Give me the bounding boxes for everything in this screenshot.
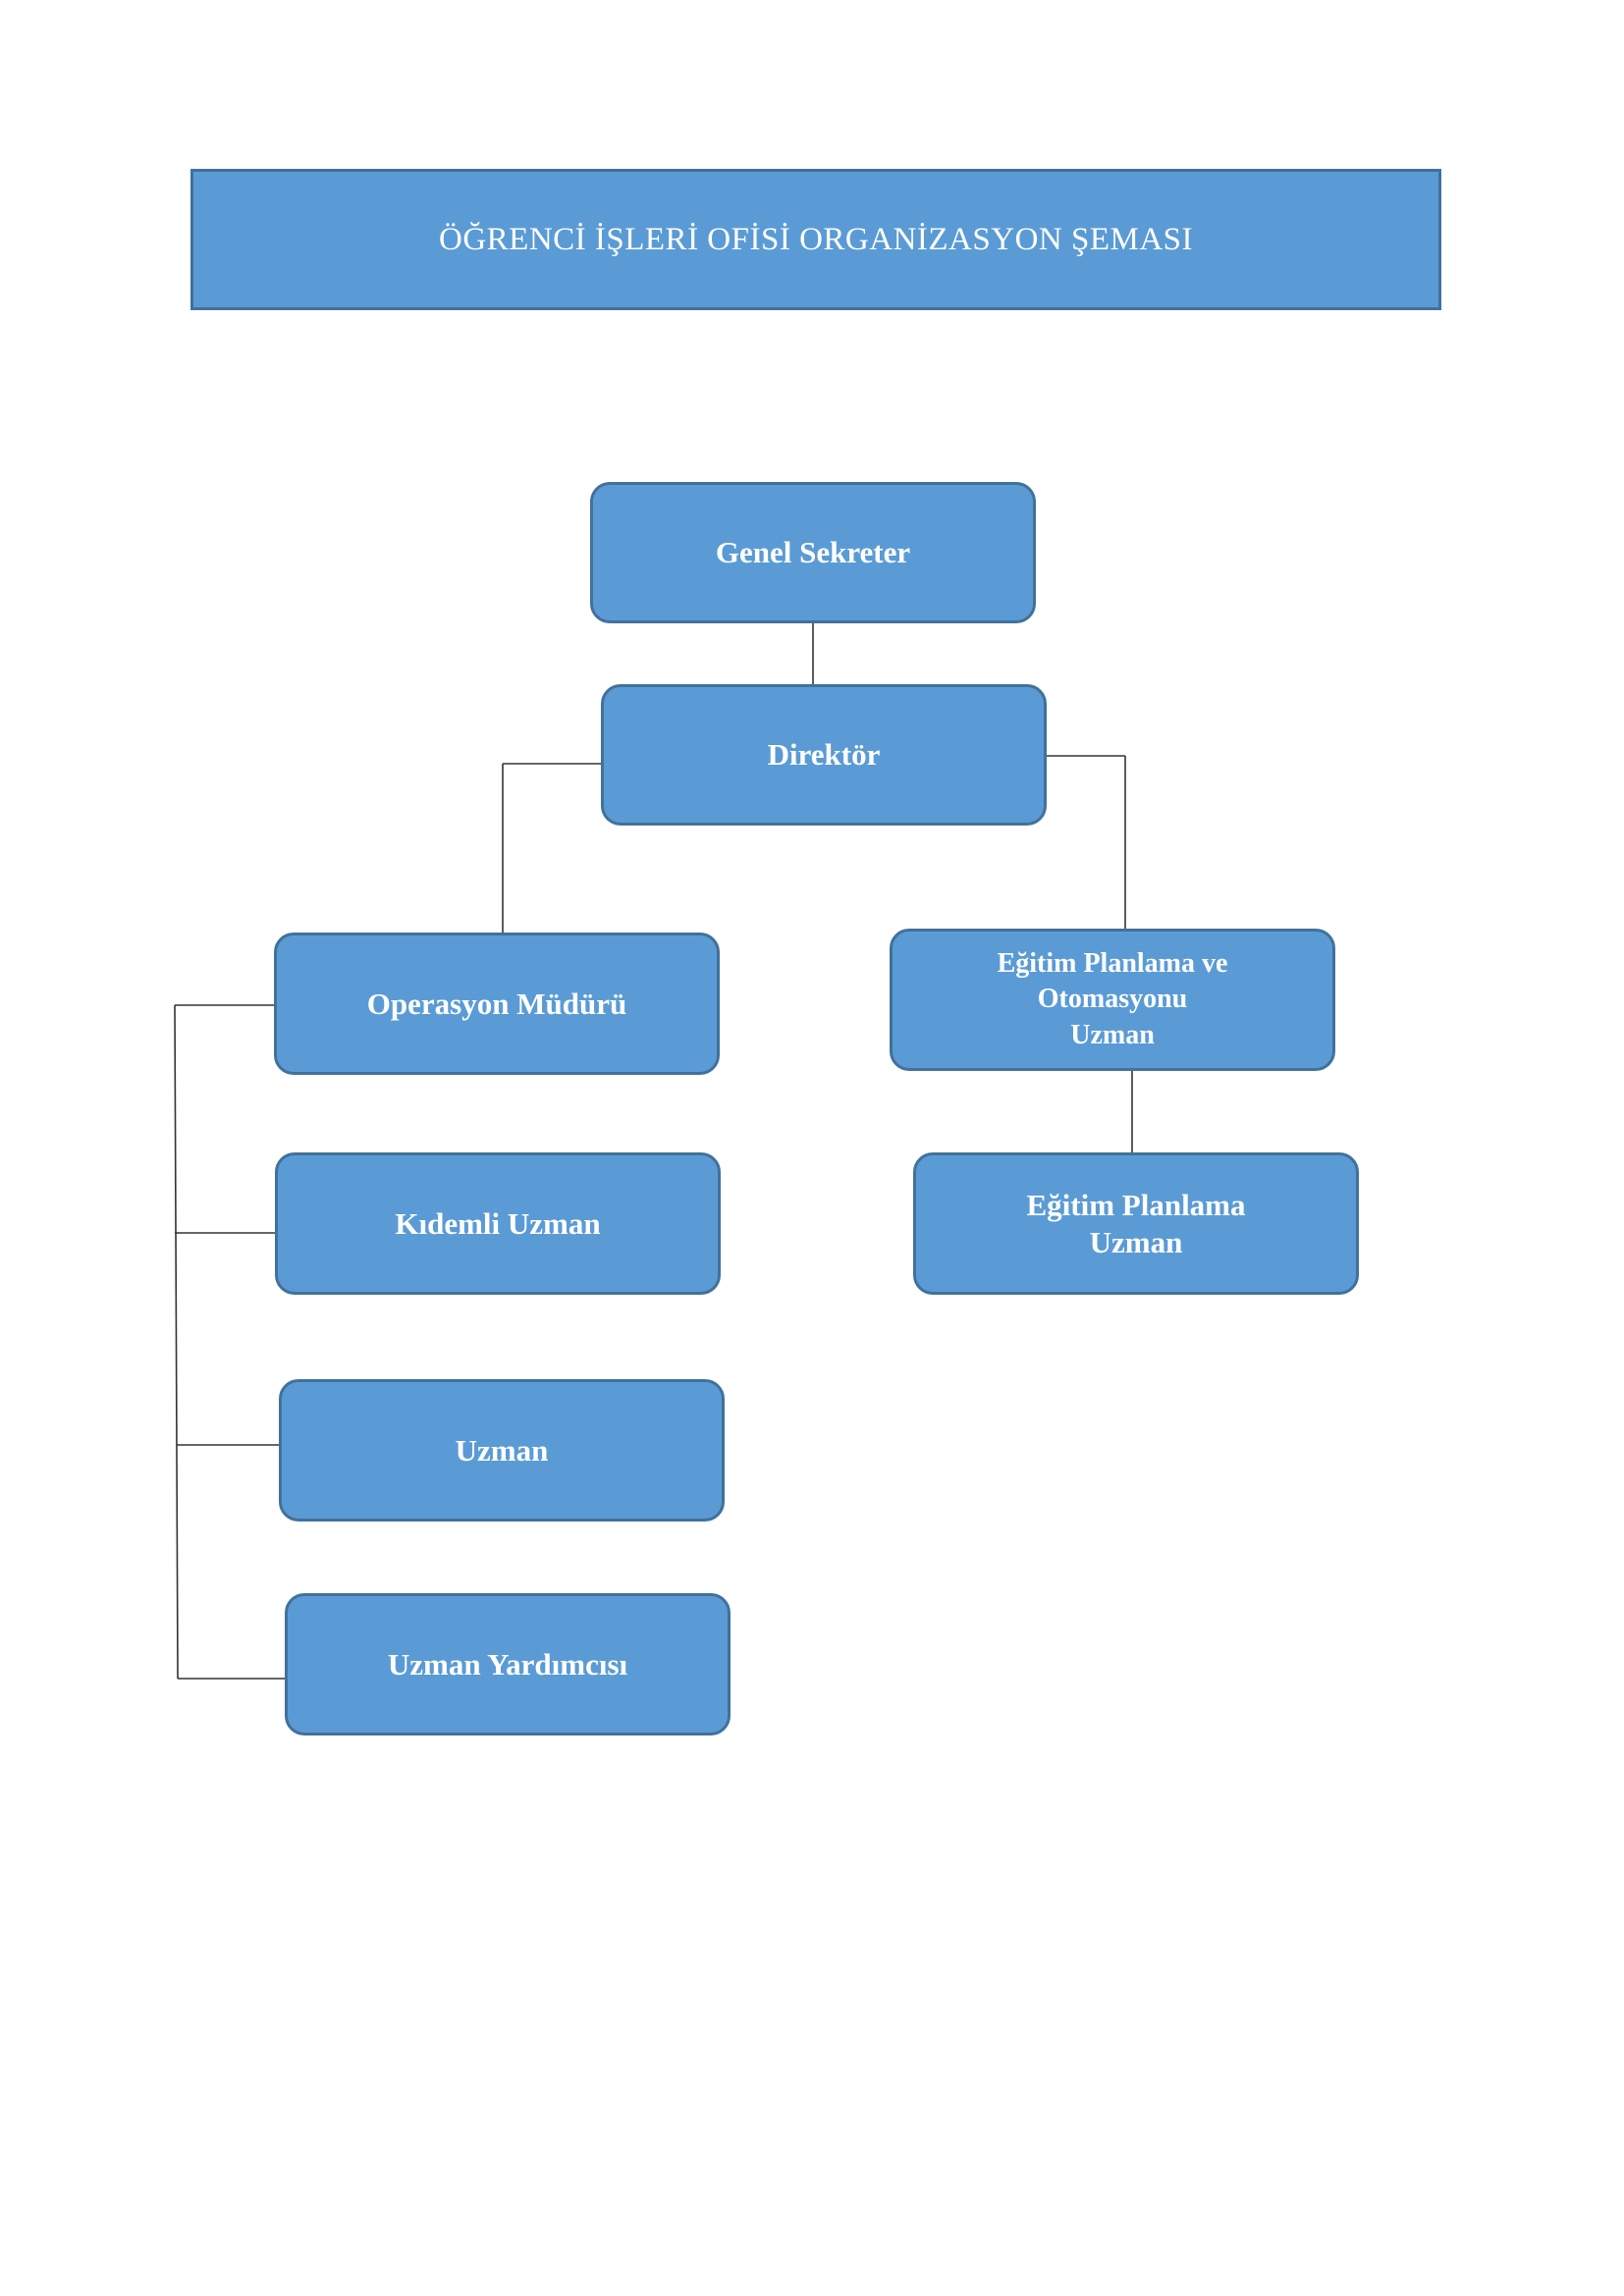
- chart-title-banner: ÖĞRENCİ İŞLERİ OFİSİ ORGANİZASYON ŞEMASI: [190, 169, 1441, 310]
- node-uzman-yardimcisi-label: Uzman Yardımcısı: [387, 1646, 628, 1682]
- node-genel-sekreter: Genel Sekreter: [590, 482, 1036, 623]
- node-egitim-planlama: Eğitim Planlama Uzman: [913, 1152, 1359, 1295]
- node-genel-sekreter-label: Genel Sekreter: [715, 535, 911, 570]
- node-egitim-planlama-otomasyonu: Eğitim Planlama ve Otomasyonu Uzman: [890, 929, 1335, 1071]
- node-kidemli-uzman: Kıdemli Uzman: [275, 1152, 721, 1295]
- node-uzman: Uzman: [279, 1379, 725, 1522]
- node-uzman-yardimcisi: Uzman Yardımcısı: [285, 1593, 731, 1735]
- node-operasyon-muduru-label: Operasyon Müdürü: [366, 986, 627, 1021]
- node-egitim-planlama-label: Eğitim Planlama Uzman: [1026, 1188, 1246, 1259]
- node-operasyon-muduru: Operasyon Müdürü: [274, 933, 720, 1075]
- node-egitim-planlama-otomasyonu-label: Eğitim Planlama ve Otomasyonu Uzman: [997, 947, 1228, 1050]
- node-kidemli-uzman-label: Kıdemli Uzman: [395, 1205, 601, 1241]
- node-direktor-label: Direktör: [767, 737, 881, 773]
- node-direktor: Direktör: [601, 684, 1047, 826]
- connector-bracket-vertical: [174, 1004, 179, 1680]
- node-uzman-label: Uzman: [455, 1432, 549, 1468]
- chart-title: ÖĞRENCİ İŞLERİ OFİSİ ORGANİZASYON ŞEMASI: [438, 221, 1194, 257]
